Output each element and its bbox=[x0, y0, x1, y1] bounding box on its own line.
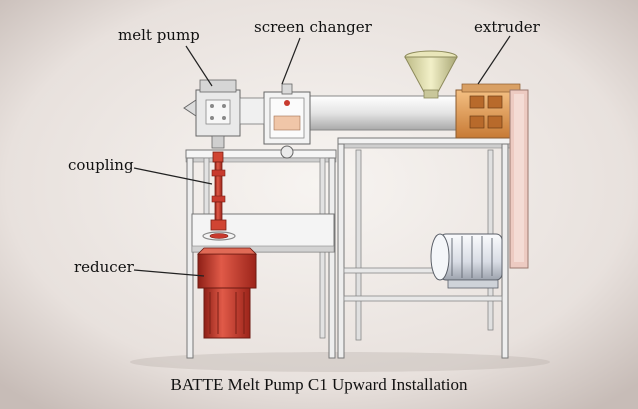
hopper bbox=[404, 50, 458, 99]
reducer bbox=[197, 247, 257, 339]
extruder-barrel bbox=[299, 83, 529, 269]
screen-changer bbox=[263, 83, 311, 159]
left-frame bbox=[185, 149, 337, 359]
ground-shadow bbox=[130, 352, 550, 372]
leader-screen-changer bbox=[281, 37, 301, 85]
coupling bbox=[202, 151, 236, 241]
label-melt-pump: melt pump bbox=[118, 26, 200, 44]
leader-coupling bbox=[133, 167, 213, 185]
label-coupling: coupling bbox=[68, 156, 134, 174]
figure-caption: BATTE Melt Pump C1 Upward Installation bbox=[170, 375, 468, 394]
extruder-motor bbox=[430, 233, 503, 289]
leader-melt-pump bbox=[185, 45, 213, 87]
melt-pump bbox=[183, 79, 265, 149]
leader-reducer bbox=[133, 269, 205, 277]
leader-lines bbox=[133, 35, 511, 277]
leader-extruder bbox=[477, 35, 511, 85]
label-screen-changer: screen changer bbox=[254, 18, 372, 36]
label-extruder: extruder bbox=[474, 18, 540, 36]
label-reducer: reducer bbox=[74, 258, 134, 276]
